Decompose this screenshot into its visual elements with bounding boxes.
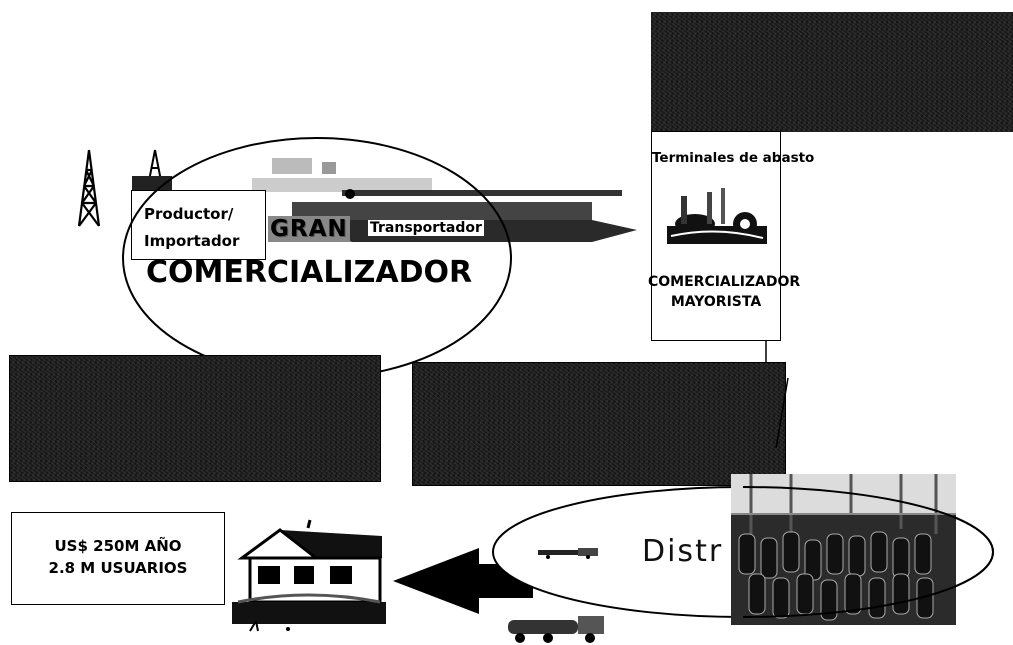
oil-derrick-icon-2 bbox=[147, 149, 163, 187]
distribuidor-label: Distr bbox=[642, 534, 724, 569]
house-caption-fragment bbox=[248, 618, 308, 632]
transportador-label: Transportador bbox=[368, 220, 484, 236]
productor-label: Productor/ bbox=[144, 205, 234, 223]
gran-comercializador-ellipse bbox=[122, 137, 512, 379]
importador-label: Importador bbox=[144, 232, 240, 250]
middle-left-dark-block bbox=[9, 355, 381, 482]
gran-label: GRAN bbox=[268, 216, 350, 242]
productor-importador-box: Productor/ Importador bbox=[131, 190, 266, 260]
tanker-truck-icon bbox=[508, 616, 604, 643]
usd-line: US$ 250M AÑO bbox=[54, 537, 182, 555]
connector-line bbox=[765, 340, 789, 449]
middle-right-dark-block bbox=[412, 362, 786, 486]
house-icon bbox=[232, 519, 386, 624]
terminal-tank-icon bbox=[667, 188, 767, 244]
truck-icon bbox=[538, 548, 598, 559]
terminales-box: Terminales de abasto COMERCIALIZADOR MAY… bbox=[648, 131, 815, 341]
oil-derrick-icon bbox=[77, 149, 101, 227]
top-right-dark-block bbox=[651, 12, 1013, 132]
distribuidor-ellipse-outline bbox=[742, 486, 995, 618]
usuarios-line: 2.8 M USUARIOS bbox=[48, 559, 188, 577]
cylinder-storage-photo bbox=[731, 474, 956, 625]
usd-usuarios-box: US$ 250M AÑO 2.8 M USUARIOS bbox=[11, 512, 225, 605]
terminales-title: Terminales de abasto bbox=[652, 150, 815, 166]
gran-comercializador-label: COMERCIALIZADOR bbox=[146, 255, 473, 290]
comercializador-mayorista-line1: COMERCIALIZADOR bbox=[648, 274, 801, 290]
comercializador-mayorista-line2: MAYORISTA bbox=[670, 294, 762, 310]
